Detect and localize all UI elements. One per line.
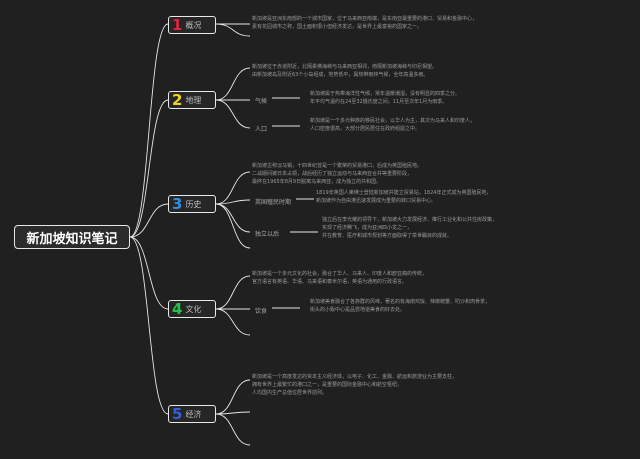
topic-2-note-2: 由新加坡岛及附近63个小岛组成，地势低平，属热带雨林气候，全年高温多雨。 <box>252 72 429 78</box>
connector-root-topic-2 <box>129 99 169 238</box>
connector-root-topic-3 <box>129 203 169 238</box>
connector-topic-5-branch-1 <box>215 379 251 415</box>
topic-3-sub-2-note-1: 独立后在李光耀的领导下，新加坡大力发展经济、推行工业化和公共住房政策， <box>322 217 498 223</box>
topic-3-title: 历史 <box>185 199 202 209</box>
topic-4-note-2: 官方语言有英语、华语、马来语和泰米尔语，英语为通用的行政语言。 <box>252 279 408 285</box>
connector-topic-2-branch-3 <box>215 99 251 129</box>
topic-4-title: 文化 <box>185 304 202 314</box>
topic-5-note-3: 人均国内生产总值位居世界前列。 <box>252 390 328 396</box>
topic-2-sub-1-note-1: 新加坡属于热带海洋性气候，常年温暖潮湿，没有明显的四季之分。 <box>310 91 461 97</box>
topic-5-number: 5 <box>172 405 183 423</box>
topic-5-title: 经济 <box>185 409 202 419</box>
topic-2-sub-1-note-2: 年平均气温约在24至32摄氏度之间，11月至次年1月为雨季。 <box>310 99 448 105</box>
topic-2-sub-1-label[interactable]: 气候 <box>255 98 268 105</box>
topic-4-note-1: 新加坡是一个多元文化的社会，融合了华人、马来人、印度人和欧亚裔的传统， <box>252 271 428 277</box>
connector-topic-3-branch-1 <box>215 171 251 205</box>
topic-3-sub-1-note-1: 1819年英国人莱佛士登陆新加坡并建立贸易站，1824年正式成为英国殖民地， <box>316 190 492 196</box>
topic-3-sub-2-label[interactable]: 独立以后 <box>255 231 280 238</box>
topic-3[interactable]: 3 历史 <box>168 195 216 213</box>
connector-root-topic-1 <box>129 23 169 238</box>
root-topic-label: 新加坡知识笔记 <box>26 231 118 247</box>
topic-4-sub-1-note-2: 街头的小贩中心是品尝地道美食的好去处。 <box>310 307 406 313</box>
topic-3-sub-2-note-2: 实现了经济腾飞，成为亚洲四小龙之一， <box>322 225 413 231</box>
topic-5-note-2: 拥有世界上最繁忙的港口之一，是重要的国际金融中心和航空枢纽， <box>252 382 403 388</box>
topic-3-note-2: 二战期间被日本占领，战后经历了独立运动与马来西亚合并等重要阶段， <box>252 171 413 177</box>
topic-3-note-1: 新加坡古称淡马锡，十四世纪曾是一个繁荣的贸易港口，后成为英国殖民地。 <box>252 163 423 169</box>
connector-topic-3-branch-4 <box>215 203 251 249</box>
topic-5-note-1: 新加坡是一个高度发达的资本主义经济体，以电子、化工、金融、航运和旅游业为主要支柱… <box>252 374 458 380</box>
topic-1-note-1: 新加坡是亚洲东南部的一个城市国家，位于马来西亚南端，是东南亚最重要的港口、贸易和… <box>252 16 478 22</box>
topic-3-sub-1-label[interactable]: 英国殖民时期 <box>255 199 292 206</box>
connector-topic-3-branch-3 <box>215 203 251 233</box>
topic-2[interactable]: 2 地理 <box>168 91 216 109</box>
connector-topic-4-branch-3 <box>215 308 251 336</box>
topic-2-number: 2 <box>172 91 183 109</box>
connector-topic-1-branch-2 <box>215 23 251 37</box>
connector-topic-3-branch-2 <box>215 199 251 205</box>
topic-1-note-2: 素有花园城市之称，国土面积很小但经济发达，是世界上最富裕的国家之一。 <box>252 24 423 30</box>
topic-1-title: 概况 <box>185 20 202 30</box>
connector-root-topic-4 <box>129 236 169 310</box>
topic-2-sub-2-note-1: 新加坡是一个多元种族的移民社会，以华人为主，其次为马来人和印度人， <box>310 118 476 124</box>
topic-2-title: 地理 <box>185 95 202 105</box>
topic-4[interactable]: 4 文化 <box>168 300 216 318</box>
topic-4-sub-1-note-1: 新加坡美食融合了各族群的风味，著名的有海南鸡饭、辣椒螃蟹、叻沙和肉骨茶， <box>310 299 491 305</box>
connector-topic-4-branch-1 <box>215 275 251 310</box>
topic-4-sub-1-label[interactable]: 饮食 <box>255 308 268 315</box>
topic-2-sub-2-label[interactable]: 人口 <box>255 126 268 133</box>
topic-3-number: 3 <box>172 195 183 213</box>
topic-3-note-3: 最终在1965年8月9日脱离马来西亚，成为独立的共和国。 <box>252 179 382 185</box>
topic-3-sub-1-note-2: 新加坡作为自由港迅速发展成为重要的转口贸易中心。 <box>316 198 437 204</box>
connector-topic-5-branch-2 <box>215 411 251 415</box>
topic-4-number: 4 <box>172 300 183 318</box>
topic-3-sub-2-note-3: 并在教育、医疗和城市规划等方面取得了举世瞩目的成就。 <box>322 233 453 239</box>
connector-topic-5-branch-3 <box>215 413 251 446</box>
connector-topic-2-branch-1 <box>215 67 251 101</box>
topic-2-note-1: 新加坡位于赤道附近，北隔柔佛海峡与马来西亚相邻，南隔新加坡海峡与印尼相望。 <box>252 64 438 70</box>
topic-2-sub-2-note-2: 人口密度很高，大部分居民居住在政府组屋之中。 <box>310 126 421 132</box>
topic-5[interactable]: 5 经济 <box>168 405 216 423</box>
connector-root-topic-5 <box>129 236 169 415</box>
topic-1[interactable]: 1 概况 <box>168 16 216 34</box>
root-topic[interactable]: 新加坡知识笔记 <box>14 225 130 249</box>
topic-1-number: 1 <box>172 16 183 34</box>
